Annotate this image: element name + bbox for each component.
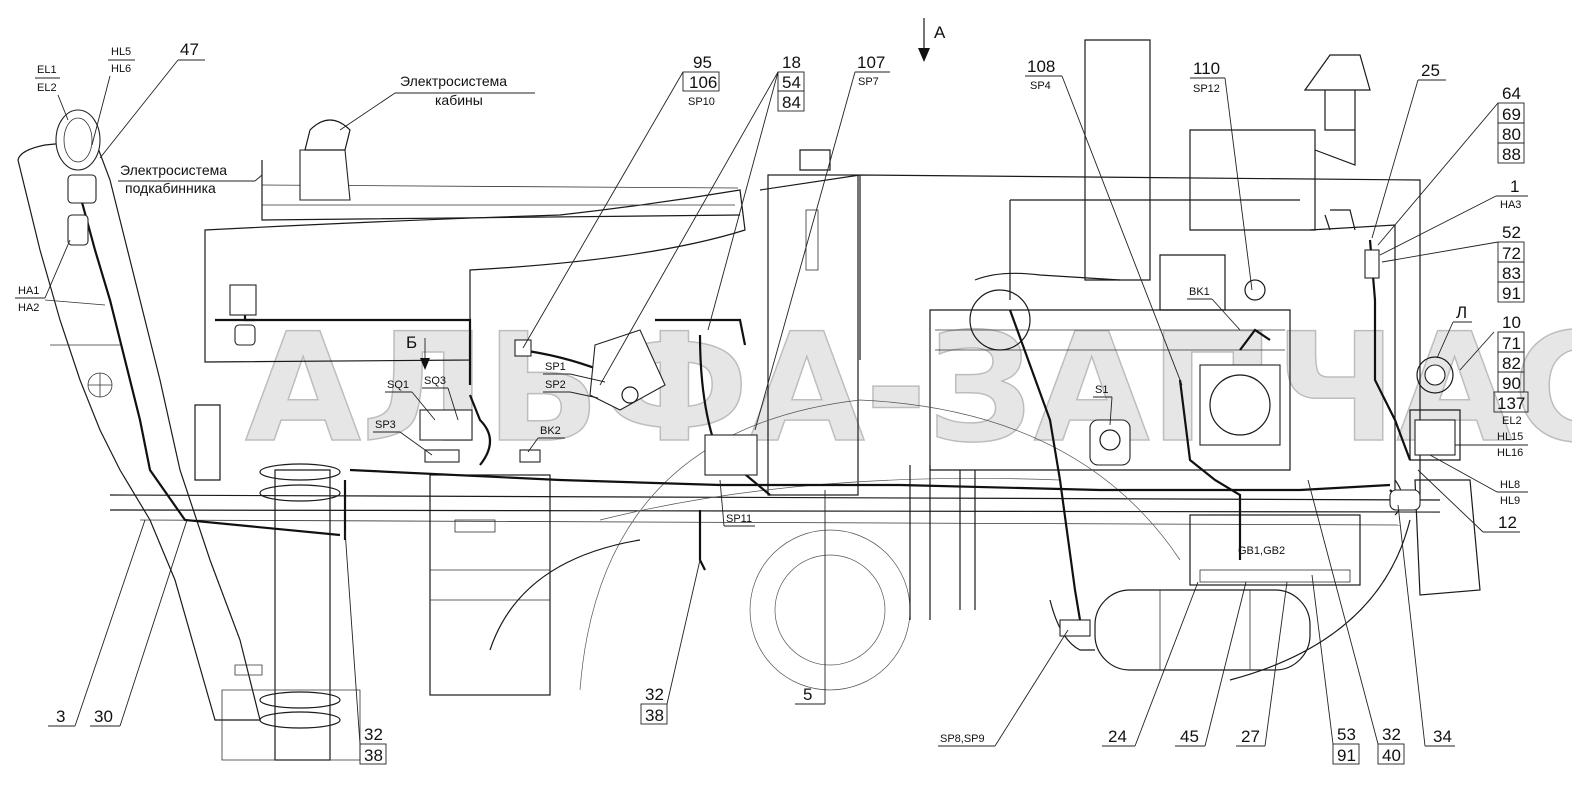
callout-bk2: BK2	[540, 425, 561, 437]
callout-95: 95	[693, 53, 712, 72]
callout-54: 54	[782, 73, 801, 92]
callout-88: 88	[1502, 145, 1521, 164]
callout-sp3: SP3	[375, 419, 396, 431]
callout-bk1: BK1	[1189, 286, 1210, 298]
callout-91-lower: 91	[1337, 746, 1356, 765]
callout-el2-right: EL2	[1502, 415, 1522, 427]
callout-sp1: SP1	[545, 361, 566, 373]
callout-sq1: SQ1	[387, 379, 409, 391]
callout-gb: GB1,GB2	[1238, 545, 1285, 557]
callout-hl15: HL15	[1497, 431, 1523, 443]
starter-icon	[1089, 419, 1131, 466]
callout-25: 25	[1421, 61, 1440, 80]
callout-52: 52	[1502, 223, 1521, 242]
fuse-box-icon	[704, 434, 758, 476]
callout-137: 137	[1497, 394, 1525, 413]
callout-84: 84	[782, 93, 801, 112]
switch-block-icon	[419, 409, 473, 441]
plug-icon	[1424, 364, 1446, 386]
callout-hl5: HL5	[111, 46, 131, 58]
callout-90: 90	[1502, 374, 1521, 393]
callout-108: 108	[1027, 57, 1055, 76]
callout-47: 47	[180, 40, 199, 59]
captions: Электросистема кабины Электросистема под…	[118, 73, 535, 196]
callout-32a: 32	[364, 725, 383, 744]
cab-connector-icon	[229, 284, 257, 316]
callout-27: 27	[1241, 727, 1260, 746]
watermark: АЛЬФА-ЗАПЧАСТИ	[244, 301, 1572, 477]
cab-caption-1: Электросистема	[400, 73, 507, 89]
callout-40: 40	[1382, 746, 1401, 765]
callout-ha2: HA2	[18, 302, 39, 314]
horn-icon	[67, 214, 89, 246]
callout-sp11: SP11	[726, 513, 752, 525]
callout-sp7: SP7	[858, 76, 879, 88]
callout-ha1: HA1	[18, 285, 39, 297]
callout-45: 45	[1180, 727, 1199, 746]
callout-32b: 32	[645, 685, 664, 704]
callout-38b: 38	[645, 706, 664, 725]
undercab-caption-1: Электросистема	[120, 162, 227, 178]
callout-el1: EL1	[37, 64, 57, 76]
callout-69: 69	[1502, 105, 1521, 124]
pressure-switch-icon	[424, 449, 460, 463]
callout-106: 106	[689, 73, 717, 92]
callouts: EL1 EL2 HL5 HL6 47 HA1 HA2 95 106 SP10 1…	[15, 40, 1529, 765]
callout-71: 71	[1502, 334, 1521, 353]
sensor-bk2-icon	[519, 449, 541, 463]
callout-s1: S1	[1095, 384, 1108, 396]
view-marker: A	[918, 18, 946, 62]
callout-l: Л	[1456, 303, 1467, 322]
sensor-sp8-icon	[1059, 619, 1091, 637]
horn-ha3-icon	[1364, 249, 1380, 279]
callout-hl6: HL6	[111, 63, 131, 75]
cab-caption-2: кабины	[435, 92, 483, 108]
rear-lamp-icon	[1414, 419, 1456, 456]
work-lamp-icon	[67, 174, 97, 204]
callout-64: 64	[1502, 84, 1521, 103]
callout-hl8: HL8	[1500, 479, 1520, 491]
callout-34: 34	[1433, 727, 1452, 746]
callout-hl16: HL16	[1497, 447, 1523, 459]
relay-block-icon	[589, 329, 666, 411]
callout-sq3: SQ3	[424, 375, 446, 387]
callout-ha3: HA3	[1500, 199, 1521, 211]
view-marker-label: A	[934, 23, 946, 42]
callout-82: 82	[1502, 354, 1521, 373]
callout-1: 1	[1510, 177, 1519, 196]
callout-sp10: SP10	[688, 96, 715, 108]
headlamp-icon	[55, 109, 101, 171]
callout-sp12: SP12	[1193, 83, 1220, 95]
callout-10: 10	[1502, 313, 1521, 332]
callout-30: 30	[94, 707, 113, 726]
callout-el2: EL2	[37, 82, 57, 94]
callout-110: 110	[1193, 59, 1220, 78]
callout-sp2: SP2	[545, 379, 566, 391]
alternator-icon	[1199, 364, 1281, 446]
components	[55, 109, 1456, 637]
callout-107: 107	[857, 53, 885, 72]
callout-83: 83	[1502, 264, 1521, 283]
callout-sp89: SP8,SP9	[940, 733, 985, 745]
callout-12: 12	[1498, 513, 1517, 532]
callout-72: 72	[1502, 244, 1521, 263]
callout-b: Б	[406, 333, 417, 352]
callout-3: 3	[56, 707, 65, 726]
callout-5: 5	[803, 685, 812, 704]
callout-80: 80	[1502, 125, 1521, 144]
callout-sp4: SP4	[1030, 80, 1051, 92]
watermark-text: АЛЬФА-ЗАПЧАСТИ	[245, 302, 1572, 476]
tractor-outline	[17, 39, 1481, 761]
undercab-caption-2: подкабинника	[125, 180, 216, 196]
callout-91: 91	[1502, 284, 1521, 303]
callout-32c: 32	[1382, 725, 1401, 744]
callout-18: 18	[782, 53, 801, 72]
callout-53: 53	[1337, 725, 1356, 744]
callout-hl9: HL9	[1500, 495, 1520, 507]
callout-38a: 38	[364, 746, 383, 765]
callout-24: 24	[1108, 727, 1127, 746]
